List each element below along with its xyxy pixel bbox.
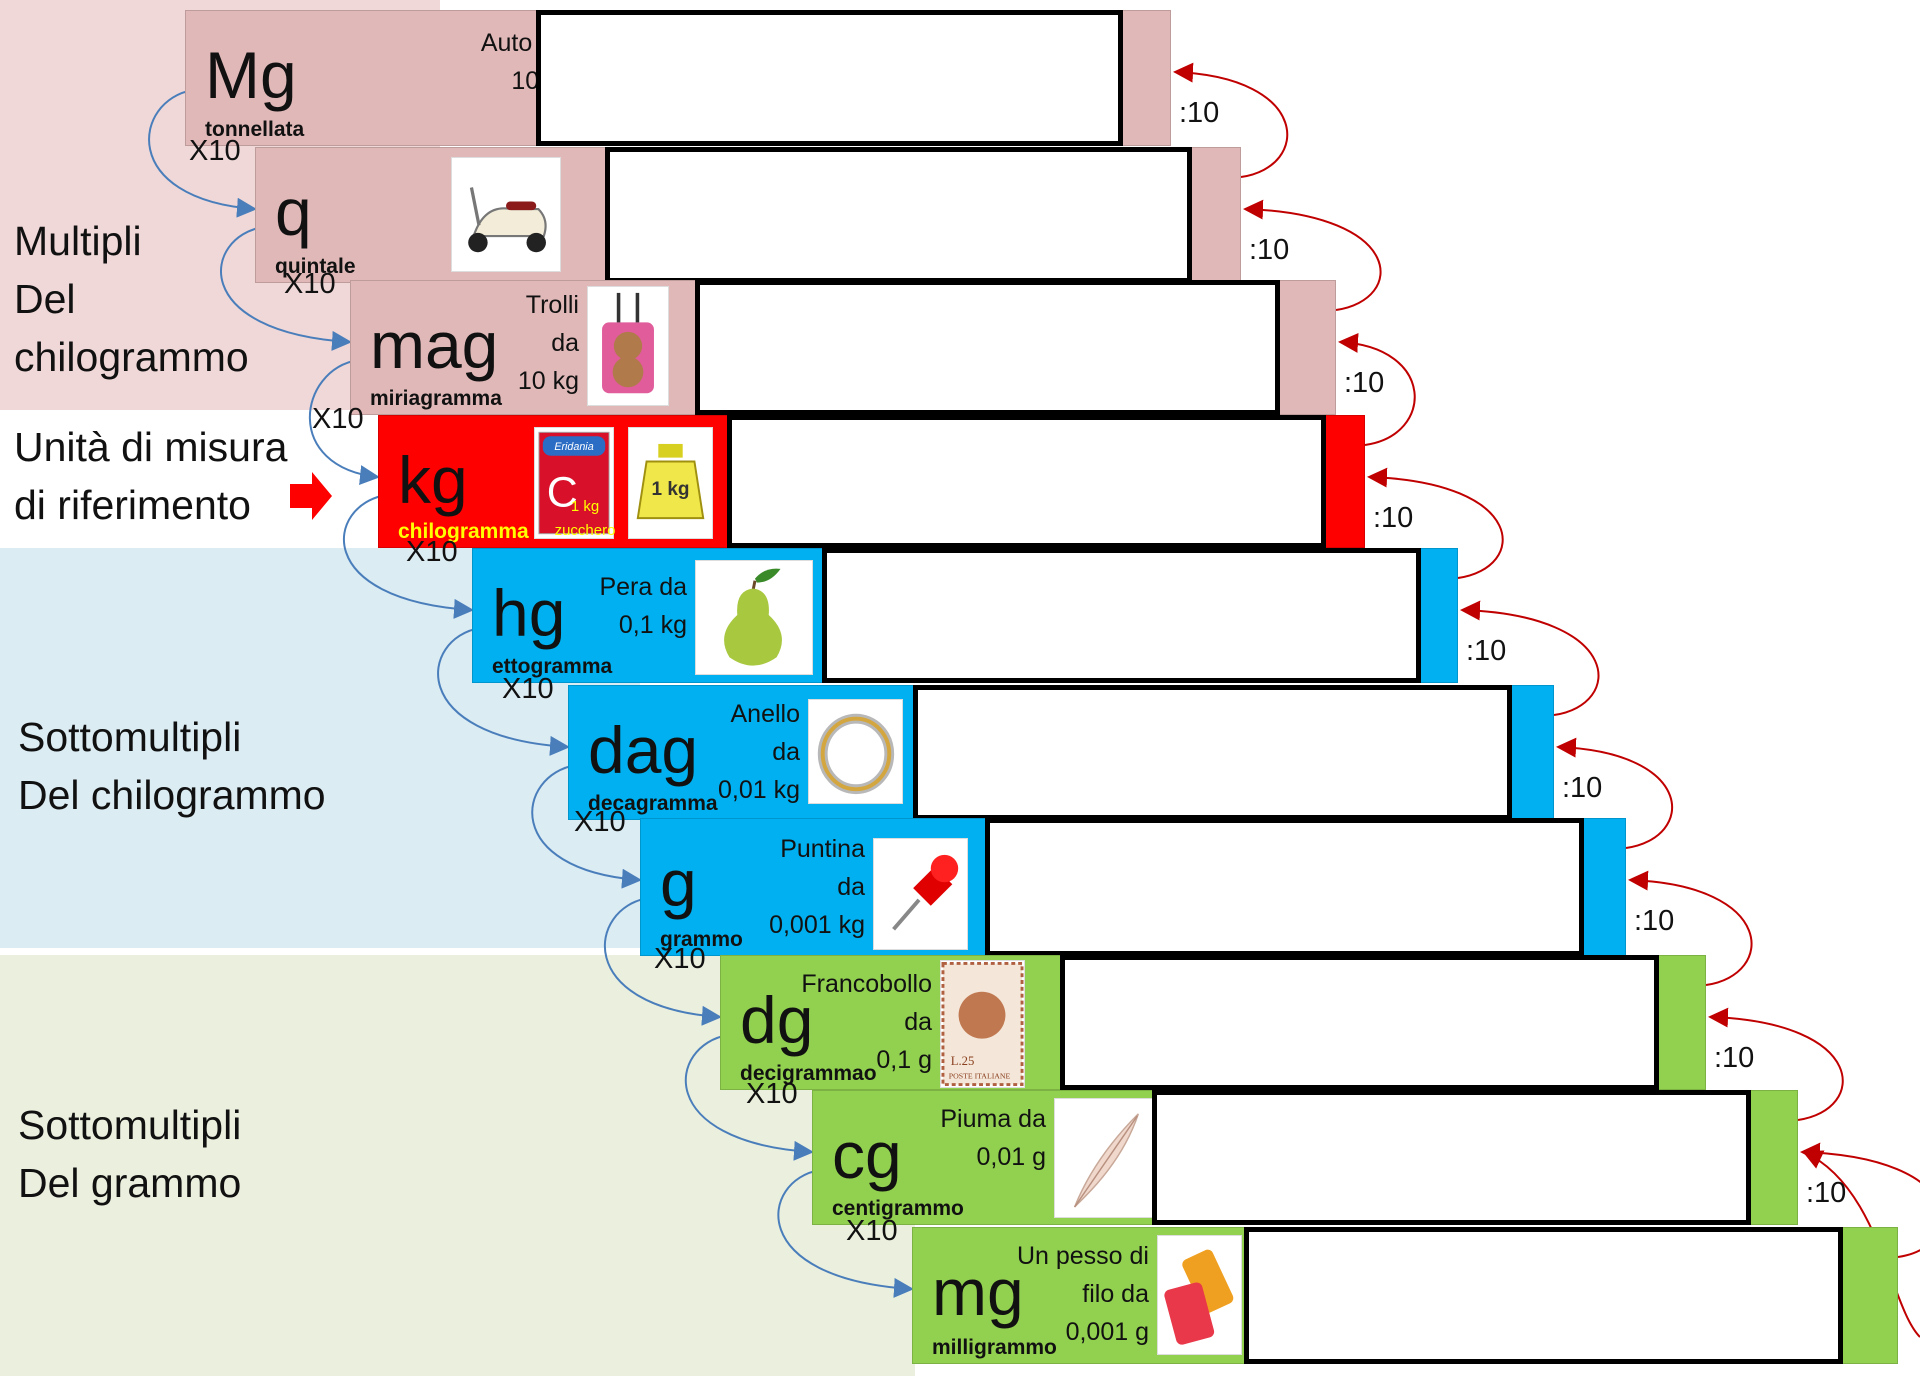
unit-step-g: g grammo Puntina da 0,001 kg bbox=[640, 818, 1626, 956]
unit-symbol: mag bbox=[370, 308, 499, 382]
svg-text:L.25: L.25 bbox=[951, 1054, 975, 1068]
divide-label: :10 bbox=[1344, 367, 1385, 399]
answer-box[interactable] bbox=[536, 10, 1123, 146]
section-label-multiples: Multipli Del chilogrammo bbox=[14, 218, 249, 380]
unit-step-cg: cg centigrammo Piuma da 0,01 g bbox=[812, 1090, 1798, 1225]
scooter-icon bbox=[451, 157, 561, 272]
multiply-label: X10 bbox=[846, 1215, 898, 1247]
unit-name: milligrammo bbox=[932, 1336, 1057, 1359]
unit-symbol: q bbox=[275, 175, 312, 249]
multiply-label: X10 bbox=[406, 536, 458, 568]
unit-example: Francobollo da 0,1 g bbox=[801, 970, 932, 1074]
unit-symbol: kg bbox=[398, 443, 468, 517]
answer-box[interactable] bbox=[1060, 955, 1659, 1090]
multiply-label: X10 bbox=[189, 135, 241, 167]
unit-name: decagramma bbox=[588, 792, 718, 815]
multiply-label: X10 bbox=[574, 806, 626, 838]
answer-box[interactable] bbox=[822, 548, 1421, 683]
divide-label: :10 bbox=[1562, 772, 1603, 804]
multiply-label: X10 bbox=[746, 1078, 798, 1110]
multiply-label: X10 bbox=[312, 403, 364, 435]
unit-symbol: dg bbox=[740, 983, 814, 1057]
answer-box[interactable] bbox=[695, 280, 1280, 415]
unit-example: Anello da 0,01 kg bbox=[717, 700, 800, 804]
pear-icon bbox=[695, 560, 813, 675]
unit-symbol: hg bbox=[492, 576, 566, 650]
weight-icon bbox=[628, 427, 713, 539]
unit-example: Pera da 0,1 kg bbox=[599, 573, 687, 639]
section-label-sub-kg: Sottomultipli Del chilogrammo bbox=[18, 714, 326, 818]
ring-icon bbox=[808, 699, 903, 804]
divide-label: :10 bbox=[1466, 635, 1507, 667]
answer-box[interactable] bbox=[1244, 1227, 1843, 1364]
divide-label: :10 bbox=[1634, 905, 1675, 937]
unit-example: Puntina da 0,001 kg bbox=[769, 835, 865, 939]
unit-example: Trolli da 10 kg bbox=[517, 291, 579, 395]
multiply-label: X10 bbox=[502, 673, 554, 705]
unit-example: Un pesso di filo da 0,001 g bbox=[1016, 1242, 1149, 1346]
svg-text:C: C bbox=[547, 468, 578, 516]
unit-name: tonnellata bbox=[205, 118, 305, 141]
svg-text:POSTE ITALIANE: POSTE ITALIANE bbox=[949, 1072, 1011, 1081]
svg-text:Eridania: Eridania bbox=[554, 441, 593, 453]
unit-step-mag: mag miriagramma Trolli da 10 kg bbox=[350, 280, 1336, 415]
unit-step-hg: hg ettogramma Pera da 0,1 kg bbox=[472, 548, 1458, 683]
answer-box[interactable] bbox=[985, 818, 1584, 956]
multiply-label: X10 bbox=[284, 268, 336, 300]
answer-box[interactable] bbox=[1152, 1090, 1751, 1225]
answer-box[interactable] bbox=[727, 415, 1326, 548]
trolley-icon bbox=[587, 286, 669, 406]
pushpin-icon bbox=[873, 838, 968, 950]
divide-label: :10 bbox=[1714, 1042, 1755, 1074]
weight-label: 1 kg bbox=[651, 479, 690, 500]
unit-symbol: g bbox=[660, 846, 697, 920]
feather-icon bbox=[1054, 1098, 1154, 1218]
answer-box[interactable] bbox=[913, 685, 1512, 820]
unit-symbol: mg bbox=[932, 1255, 1024, 1329]
unit-example: Piuma da 0,01 g bbox=[940, 1105, 1046, 1171]
unit-name: ettogramma bbox=[492, 655, 613, 678]
unit-symbol: Mg bbox=[205, 38, 297, 112]
unit-name: decigrammao bbox=[740, 1062, 877, 1085]
unit-name: miriagramma bbox=[370, 387, 502, 410]
multiply-label: X10 bbox=[654, 943, 706, 975]
unit-symbol: dag bbox=[588, 713, 699, 787]
section-label-reference: Unità di misura di riferimento bbox=[14, 424, 288, 528]
unit-symbol: cg bbox=[832, 1118, 902, 1192]
section-label-sub-g: Sottomultipli Del grammo bbox=[18, 1102, 242, 1206]
unit-name: quintale bbox=[275, 255, 356, 278]
thread-icon bbox=[1157, 1235, 1242, 1355]
sugar-bag-label: 1 kg zucchero bbox=[554, 498, 616, 539]
divide-label: :10 bbox=[1249, 234, 1290, 266]
unit-step-q: q quintale bbox=[255, 147, 1241, 283]
divide-label: :10 bbox=[1806, 1177, 1847, 1209]
unit-name: grammo bbox=[660, 928, 743, 951]
divide-label: :10 bbox=[1179, 97, 1220, 129]
reference-arrow-icon bbox=[290, 472, 332, 520]
unit-name: centigrammo bbox=[832, 1197, 964, 1220]
answer-box[interactable] bbox=[605, 147, 1192, 283]
divide-label: :10 bbox=[1373, 502, 1414, 534]
unit-name: chilogramma bbox=[398, 520, 529, 543]
